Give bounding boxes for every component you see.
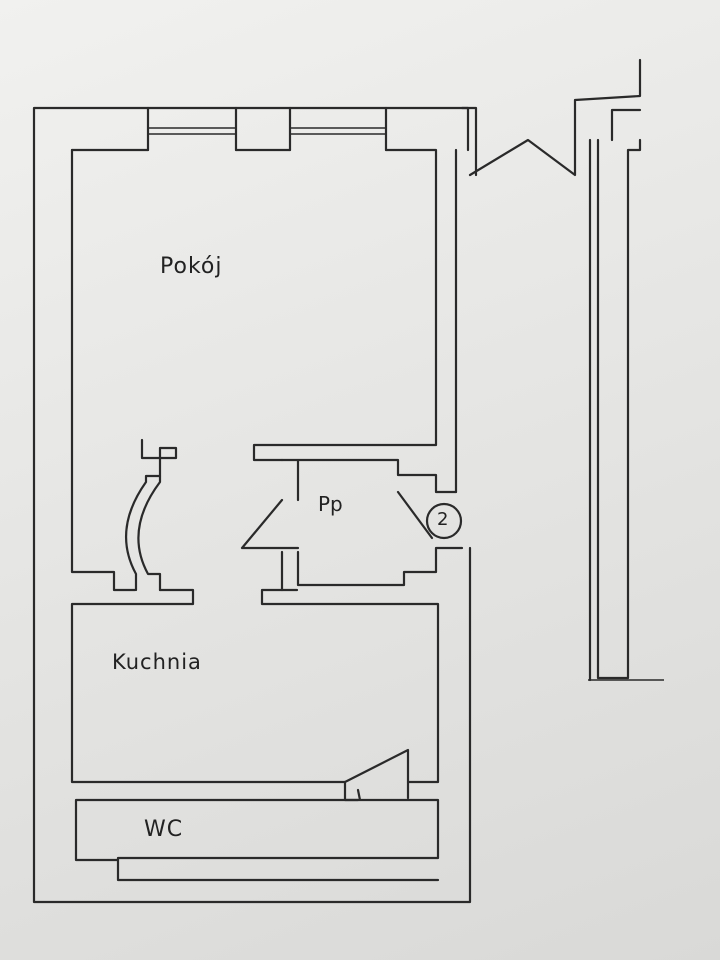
hall-door-swing bbox=[240, 498, 300, 550]
stair-wall bbox=[454, 58, 642, 494]
marker-number: 2 bbox=[437, 509, 449, 530]
hall-door-right bbox=[396, 490, 434, 540]
marker-circle bbox=[425, 502, 463, 540]
window-right bbox=[288, 106, 388, 152]
right-shaft bbox=[588, 108, 642, 682]
hall-walls bbox=[280, 458, 464, 592]
outer-wall-inner-line bbox=[70, 148, 440, 784]
wc-walls bbox=[74, 788, 440, 882]
kitchen-door-swing bbox=[343, 748, 410, 802]
room-label-pokoj: Pokój bbox=[160, 254, 223, 279]
top-wall-inner bbox=[70, 148, 438, 462]
room-label-kuchnia: Kuchnia bbox=[112, 650, 202, 674]
arch-opening bbox=[125, 438, 178, 592]
room-label-wc: WC bbox=[144, 817, 184, 842]
room-label-przedpokoj: Pp bbox=[318, 492, 343, 516]
window-left bbox=[146, 106, 238, 152]
